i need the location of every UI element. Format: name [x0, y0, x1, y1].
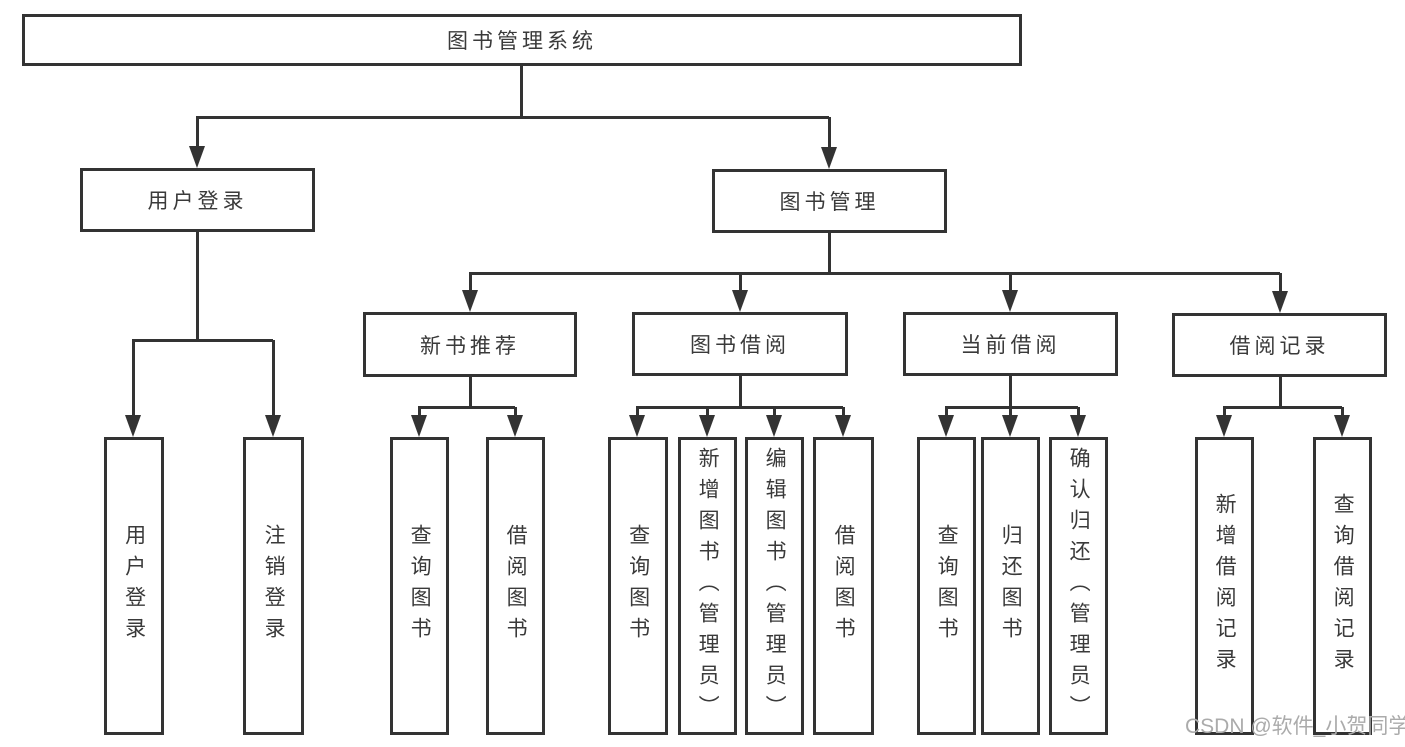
connector-vline: [1009, 376, 1012, 407]
node-label: 当前借阅: [960, 334, 1061, 357]
leaf-add-books-admin: 新增图书（管理员）: [678, 437, 737, 735]
node-user-login: 用户登录: [80, 168, 315, 232]
leaf-user-login: 用户登录: [104, 437, 164, 735]
connector-arrow-stem: [706, 407, 709, 417]
connector-hline: [418, 406, 515, 409]
connector-arrow-stem: [469, 273, 472, 292]
node-book-borrowing: 图书借阅: [632, 312, 848, 376]
node-label: 图书管理系统: [447, 30, 597, 53]
connector-hline: [196, 116, 829, 119]
connector-arrow-stem: [945, 407, 948, 417]
leaf-label: 归还图书: [999, 524, 1023, 648]
leaf-label: 查询图书: [626, 524, 650, 648]
arrow-down-icon: [1216, 415, 1232, 437]
arrow-down-icon: [1334, 415, 1350, 437]
leaf-label: 编辑图书（管理员）: [763, 446, 787, 726]
arrow-down-icon: [462, 290, 478, 312]
connector-hline: [636, 406, 843, 409]
node-label: 图书管理: [779, 191, 880, 214]
node-label: 图书借阅: [690, 334, 790, 357]
leaf-borrow-books-recommend: 借阅图书: [486, 437, 545, 735]
connector-hline: [132, 339, 273, 342]
connector-arrow-stem: [514, 407, 517, 417]
node-library-management-system: 图书管理系统: [22, 14, 1022, 66]
connector-hline: [469, 272, 1280, 275]
connector-vline: [1279, 377, 1282, 407]
connector-vline: [828, 233, 831, 273]
node-current-borrowing: 当前借阅: [903, 312, 1118, 376]
arrow-down-icon: [821, 147, 837, 169]
connector-arrow-stem: [132, 340, 135, 417]
arrow-down-icon: [1002, 290, 1018, 312]
leaf-label: 注销登录: [262, 524, 286, 648]
leaf-query-books-recommend: 查询图书: [390, 437, 449, 735]
node-label: 借阅记录: [1229, 335, 1330, 358]
arrow-down-icon: [1272, 291, 1288, 313]
connector-arrow-stem: [828, 117, 831, 149]
leaf-label: 查询图书: [408, 524, 432, 648]
leaf-logout: 注销登录: [243, 437, 304, 735]
csdn-watermark: CSDN @软件_小贺同学: [1185, 715, 1405, 738]
leaf-edit-books-admin: 编辑图书（管理员）: [745, 437, 804, 735]
connector-arrow-stem: [842, 407, 845, 417]
connector-arrow-stem: [1279, 273, 1282, 293]
leaf-label: 查询图书: [935, 524, 959, 648]
leaf-label: 用户登录: [122, 524, 146, 648]
connector-arrow-stem: [1009, 407, 1012, 417]
leaf-label: 确认归还（管理员）: [1067, 446, 1091, 726]
leaf-label: 借阅图书: [504, 524, 528, 648]
connector-vline: [520, 66, 523, 117]
leaf-return-books: 归还图书: [981, 437, 1040, 735]
arrow-down-icon: [125, 415, 141, 437]
connector-arrow-stem: [272, 340, 275, 417]
leaf-query-borrow-record: 查询借阅记录: [1313, 437, 1372, 735]
leaf-add-borrow-record: 新增借阅记录: [1195, 437, 1254, 735]
arrow-down-icon: [1002, 415, 1018, 437]
arrow-down-icon: [411, 415, 427, 437]
arrow-down-icon: [189, 146, 205, 168]
node-new-book-recommendation: 新书推荐: [363, 312, 577, 377]
leaf-label: 新增借阅记录: [1213, 493, 1237, 679]
arrow-down-icon: [265, 415, 281, 437]
arrow-down-icon: [699, 415, 715, 437]
connector-arrow-stem: [773, 407, 776, 417]
leaf-confirm-return-admin: 确认归还（管理员）: [1049, 437, 1108, 735]
connector-arrow-stem: [1341, 407, 1344, 417]
arrow-down-icon: [835, 415, 851, 437]
arrow-down-icon: [507, 415, 523, 437]
arrow-down-icon: [732, 290, 748, 312]
connector-vline: [196, 232, 199, 340]
leaf-borrow-books: 借阅图书: [813, 437, 874, 735]
connector-arrow-stem: [418, 407, 421, 417]
leaf-query-books-borrowing: 查询图书: [608, 437, 668, 735]
node-borrowing-records: 借阅记录: [1172, 313, 1387, 377]
connector-hline: [1223, 406, 1342, 409]
connector-vline: [739, 376, 742, 407]
node-book-management: 图书管理: [712, 169, 947, 233]
node-label: 用户登录: [147, 190, 248, 213]
connector-arrow-stem: [196, 117, 199, 148]
leaf-label: 借阅图书: [832, 524, 856, 648]
leaf-label: 查询借阅记录: [1331, 493, 1355, 679]
arrow-down-icon: [629, 415, 645, 437]
connector-arrow-stem: [739, 273, 742, 292]
leaf-label: 新增图书（管理员）: [696, 446, 720, 726]
connector-arrow-stem: [1009, 273, 1012, 292]
connector-arrow-stem: [636, 407, 639, 417]
arrow-down-icon: [938, 415, 954, 437]
node-label: 新书推荐: [420, 334, 520, 358]
arrow-down-icon: [1070, 415, 1086, 437]
arrow-down-icon: [766, 415, 782, 437]
connector-vline: [469, 377, 472, 407]
connector-arrow-stem: [1077, 407, 1080, 417]
leaf-query-books-current: 查询图书: [917, 437, 976, 735]
connector-arrow-stem: [1223, 407, 1226, 417]
